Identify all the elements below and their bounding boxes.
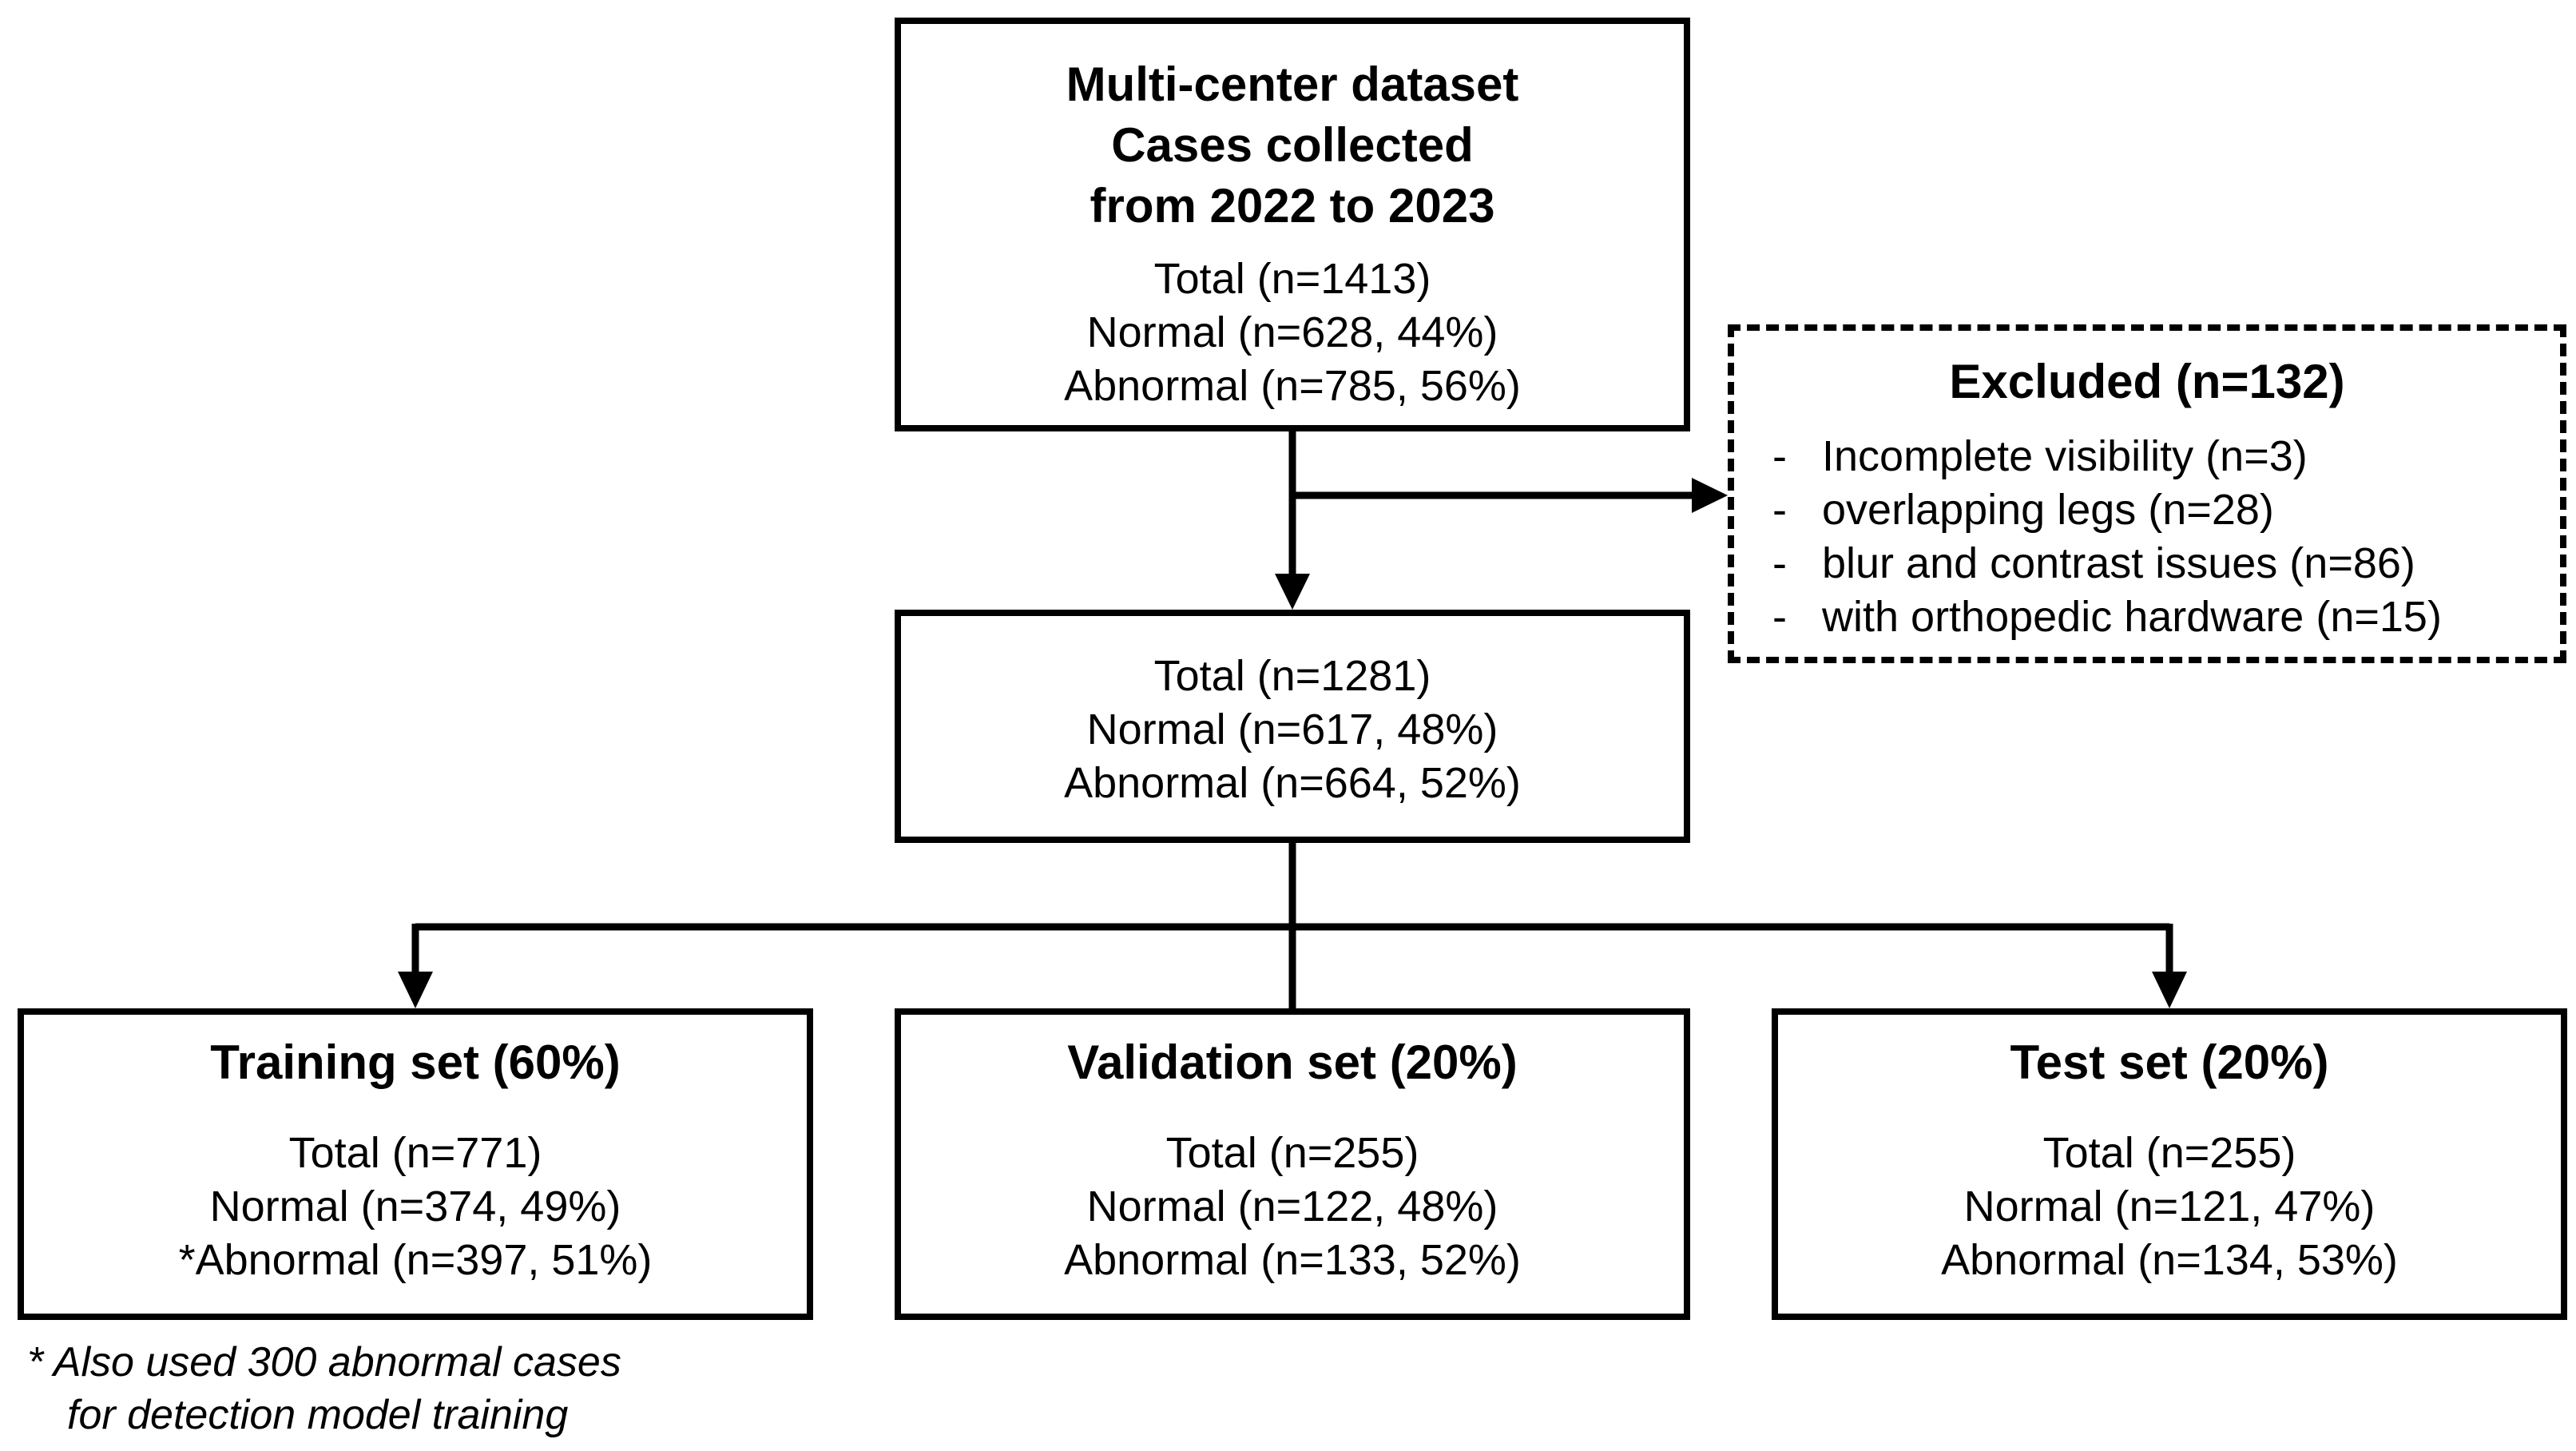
excluded-item-text: with orthopedic hardware (n=15) [1822,593,2442,641]
source-stats: Total (n=1413) Normal (n=628, 44%) Abnor… [901,252,1684,413]
excluded-item: - blur and contrast issues (n=86) [1734,537,2560,590]
eligible-stats: Total (n=1281) Normal (n=617, 48%) Abnor… [901,650,1684,810]
eligible-dataset-box: Total (n=1281) Normal (n=617, 48%) Abnor… [895,610,1690,843]
excluded-item-text: overlapping legs (n=28) [1822,486,2274,534]
training-abnormal: *Abnormal (n=397, 51%) [178,1236,653,1284]
source-title: Multi-center dataset Cases collected fro… [901,54,1684,237]
validation-stats: Total (n=255) Normal (n=122, 48%) Abnorm… [901,1127,1684,1287]
source-normal: Normal (n=628, 44%) [1086,308,1498,356]
eligible-abnormal: Abnormal (n=664, 52%) [1064,759,1521,807]
source-abnormal: Abnormal (n=785, 56%) [1064,362,1521,410]
validation-abnormal: Abnormal (n=133, 52%) [1064,1236,1521,1284]
eligible-normal: Normal (n=617, 48%) [1086,706,1498,753]
source-title-line: from 2022 to 2023 [1090,179,1495,233]
excluded-item: - Incomplete visibility (n=3) [1734,430,2560,483]
training-title: Training set (60%) [210,1036,621,1089]
excluded-item-bullet: - [1772,432,1787,480]
test-set-box: Test set (20%) Total (n=255) Normal (n=1… [1772,1008,2567,1320]
arrowhead-test-icon [2152,972,2187,1008]
arrowhead-eligible-icon [1275,574,1310,610]
excluded-item-text: blur and contrast issues (n=86) [1822,539,2415,587]
test-total: Total (n=255) [2042,1129,2296,1177]
excluded-title: Excluded (n=132) [1949,355,2345,408]
arrowhead-training-icon [398,972,433,1008]
excluded-item-text: Incomplete visibility (n=3) [1822,432,2308,480]
training-set-box: Training set (60%) Total (n=771) Normal … [18,1008,813,1320]
source-total: Total (n=1413) [1153,255,1431,303]
excluded-item-bullet: - [1772,486,1787,534]
excluded-box: Excluded (n=132) - Incomplete visibility… [1728,324,2566,663]
validation-normal: Normal (n=122, 48%) [1086,1183,1498,1230]
training-total: Total (n=771) [288,1129,542,1177]
eligible-total: Total (n=1281) [1153,652,1431,700]
arrowhead-excluded-icon [1692,478,1728,513]
excluded-item: - overlapping legs (n=28) [1734,483,2560,537]
test-normal: Normal (n=121, 47%) [1963,1183,2376,1230]
validation-total: Total (n=255) [1165,1129,1419,1177]
source-title-line: Multi-center dataset [1066,58,1519,111]
validation-title: Validation set (20%) [1067,1036,1518,1089]
training-normal: Normal (n=374, 49%) [209,1183,621,1230]
excluded-item-bullet: - [1772,593,1787,641]
footnote: * Also used 300 abnormal cases for detec… [27,1336,621,1441]
footnote-line: * Also used 300 abnormal cases [27,1339,621,1385]
excluded-item: - with orthopedic hardware (n=15) [1734,590,2560,644]
source-dataset-box: Multi-center dataset Cases collected fro… [895,18,1690,431]
test-title: Test set (20%) [2010,1036,2329,1089]
validation-set-box: Validation set (20%) Total (n=255) Norma… [895,1008,1690,1320]
excluded-item-bullet: - [1772,539,1787,587]
source-title-line: Cases collected [1111,118,1474,172]
training-stats: Total (n=771) Normal (n=374, 49%) *Abnor… [24,1127,807,1287]
footnote-line: for detection model training [67,1392,569,1438]
test-stats: Total (n=255) Normal (n=121, 47%) Abnorm… [1778,1127,2561,1287]
test-abnormal: Abnormal (n=134, 53%) [1941,1236,2398,1284]
